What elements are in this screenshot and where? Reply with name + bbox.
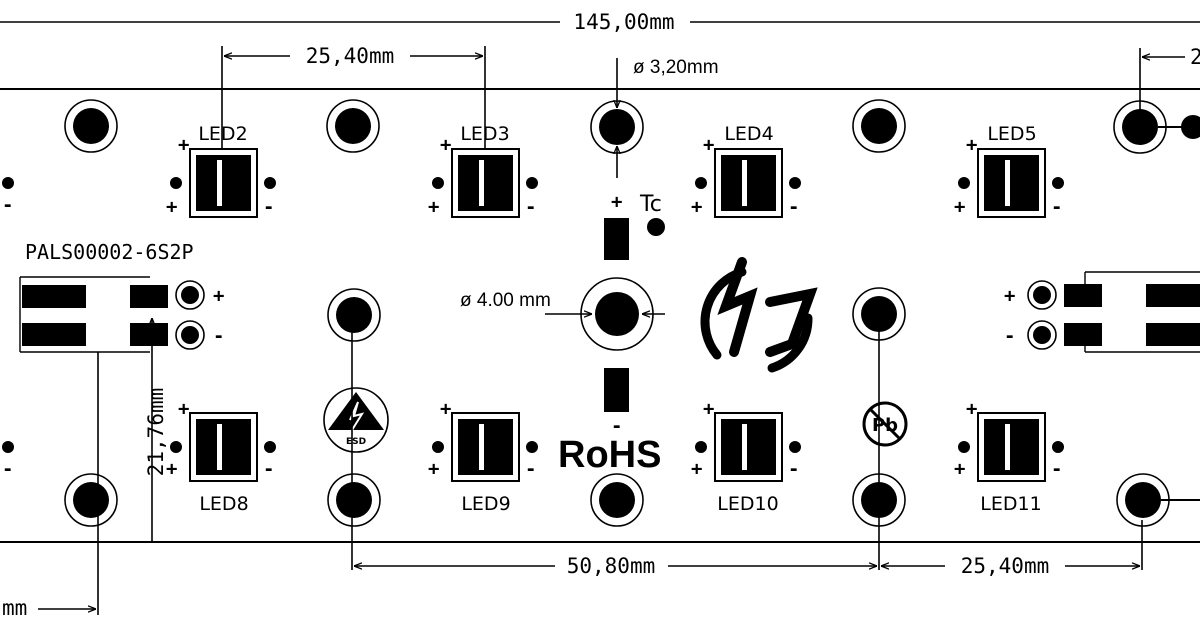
mount-hole	[326, 99, 380, 153]
led-minus-label: -	[1051, 196, 1062, 218]
dim-led-pitch-top-text: 25,40mm	[306, 44, 395, 68]
connector-minus-label: -	[1004, 325, 1015, 347]
led-plus-label: +	[178, 398, 189, 420]
mount-hole	[327, 288, 381, 342]
led-top-5: + + - LED5	[954, 123, 1064, 218]
svg-text:Pb: Pb	[872, 415, 898, 436]
dim-mount-hole-text: ø 3,20mm	[633, 57, 719, 78]
led-label: LED11	[980, 493, 1041, 515]
dim-led-pitch-bottom-right: 25,40mm	[881, 554, 1140, 578]
edge-pad	[2, 177, 14, 189]
led-minus-label: -	[263, 196, 274, 218]
led-top-3: + + - LED3	[428, 123, 538, 218]
edge-pad	[1181, 115, 1200, 139]
led-bottom-11: + + - LED11	[954, 398, 1064, 515]
mount-hole	[64, 473, 118, 527]
led-minus-label: -	[788, 458, 799, 480]
pb-free-icon: Pb	[862, 401, 908, 447]
thermal-minus-label: -	[611, 415, 622, 437]
led-label: LED3	[460, 123, 509, 145]
dim-partial-bottom-left-text: mm	[2, 596, 27, 620]
mount-hole	[590, 100, 644, 154]
thermal-plus-label: +	[611, 191, 622, 213]
dim-overall-length: 145,00mm	[0, 10, 1200, 34]
led-plus-label: +	[178, 134, 189, 156]
edge-minus-label: -	[2, 194, 13, 216]
led-plus-label: +	[440, 398, 451, 420]
esd-symbol: ESD	[323, 387, 389, 453]
led-label: LED5	[987, 123, 1036, 145]
mount-hole	[64, 99, 118, 153]
led-label: LED9	[461, 493, 510, 515]
connector-right: + -	[1004, 271, 1200, 353]
center-hole	[545, 277, 665, 351]
led-plus-label: +	[954, 458, 965, 480]
led-minus-label: -	[788, 196, 799, 218]
edge-minus-label: -	[2, 458, 13, 480]
edge-pad	[2, 441, 14, 453]
connector-part-label: PALS00002-6S2P	[25, 240, 194, 264]
tc-label: Tc	[639, 192, 662, 217]
tc-point	[647, 218, 665, 236]
connector-plus-label: +	[1004, 285, 1015, 307]
led-plus-label: +	[703, 398, 714, 420]
dim-strip-width-text: 21,76mm	[144, 388, 168, 477]
dim-partial-bottom-left: mm	[2, 352, 99, 620]
dim-mount-hole: ø 3,20mm	[617, 57, 719, 178]
thermal-pad-top	[604, 218, 629, 260]
brand-logo	[700, 257, 818, 373]
led-plus-label: +	[966, 134, 977, 156]
led-minus-label: -	[525, 196, 536, 218]
led-label: LED4	[724, 123, 773, 145]
led-label: LED10	[717, 493, 778, 515]
led-plus-label: +	[691, 458, 702, 480]
dim-overall-length-text: 145,00mm	[573, 10, 674, 34]
led-top-4: + + - LED4	[691, 123, 801, 218]
mount-hole	[590, 473, 644, 527]
dim-hole-spacing-bottom-text: 50,80mm	[567, 554, 656, 578]
led-bottom-10: + + - LED10	[691, 398, 801, 515]
connector-left: PALS00002-6S2P + -	[19, 240, 224, 353]
dim-center-hole-text: ø 4.00 mm	[460, 290, 551, 311]
led-top-2: + + - LED2	[166, 123, 276, 218]
dim-led-pitch-top: 25,40mm	[221, 44, 486, 148]
led-plus-label: +	[954, 196, 965, 218]
led-bottom-8: + + - LED8	[166, 398, 276, 515]
esd-label: ESD	[346, 437, 366, 447]
rohs-mark: RoHS	[558, 434, 661, 476]
led-minus-label: -	[1051, 458, 1062, 480]
led-minus-label: -	[263, 458, 274, 480]
led-plus-label: +	[691, 196, 702, 218]
led-label: LED2	[198, 123, 247, 145]
led-minus-label: -	[525, 458, 536, 480]
led-label: LED8	[199, 493, 248, 515]
connector-minus-label: -	[213, 325, 224, 347]
led-plus-label: +	[703, 134, 714, 156]
mount-hole	[852, 99, 906, 153]
dim-partial-top-right-text: 2	[1190, 45, 1200, 69]
led-plus-label: +	[440, 134, 451, 156]
led-plus-label: +	[166, 458, 177, 480]
dim-strip-width: 21,76mm	[144, 318, 168, 542]
connector-plus-label: +	[213, 285, 224, 307]
led-plus-label: +	[966, 398, 977, 420]
dim-hole-spacing-bottom: 50,80mm	[351, 330, 1143, 578]
mounting-holes	[64, 99, 1170, 527]
mount-hole	[327, 473, 381, 527]
dim-led-pitch-bottom-right-text: 25,40mm	[961, 554, 1050, 578]
led-bottom-9: + + - LED9	[428, 398, 538, 515]
led-plus-label: +	[166, 196, 177, 218]
led-plus-label: +	[428, 196, 439, 218]
thermal-pad-bottom	[604, 368, 629, 412]
led-plus-label: +	[428, 458, 439, 480]
